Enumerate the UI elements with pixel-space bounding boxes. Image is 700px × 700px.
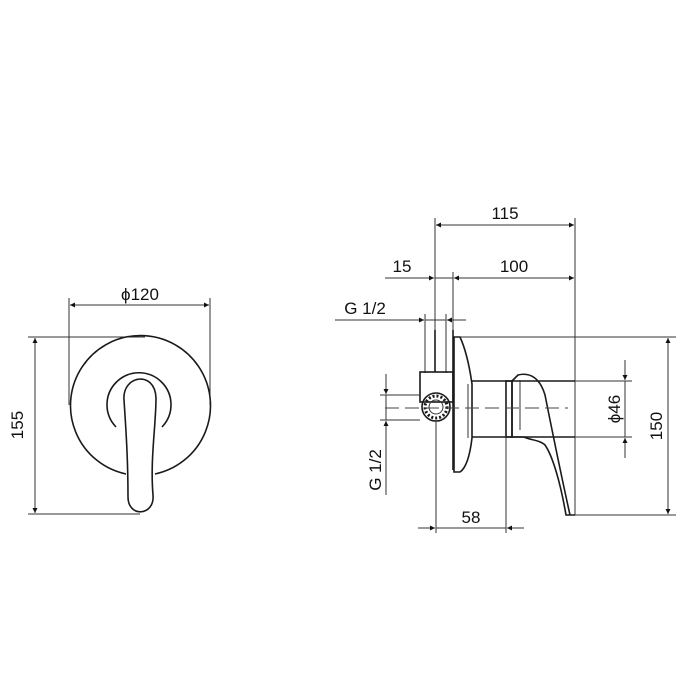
body-diameter-label: ϕ46	[605, 395, 624, 423]
side-connection-label: G 1/2	[366, 449, 385, 491]
wall-plate-profile	[453, 336, 473, 473]
connector-bore	[428, 399, 444, 415]
cartridge-ring	[106, 371, 172, 428]
diameter-label: ϕ120	[121, 285, 159, 304]
wall-plate-outline	[69, 334, 212, 475]
thread-pattern	[423, 394, 449, 420]
overall-depth-label: 115	[491, 204, 518, 223]
height-label: 155	[8, 411, 27, 439]
lever-handle	[123, 378, 157, 513]
front-view: ϕ120 155	[8, 285, 212, 515]
offset-label: 58	[462, 508, 481, 527]
side-view: 115 15 100 G 1/2	[335, 204, 676, 533]
projection-label: 100	[500, 257, 528, 276]
top-connection-label: G 1/2	[344, 299, 386, 318]
lever-collar	[505, 380, 513, 438]
wall-plate-label: 15	[393, 257, 412, 276]
connector-housing	[419, 371, 454, 403]
side-height-label: 150	[647, 412, 666, 440]
lever-side-profile	[511, 373, 575, 516]
